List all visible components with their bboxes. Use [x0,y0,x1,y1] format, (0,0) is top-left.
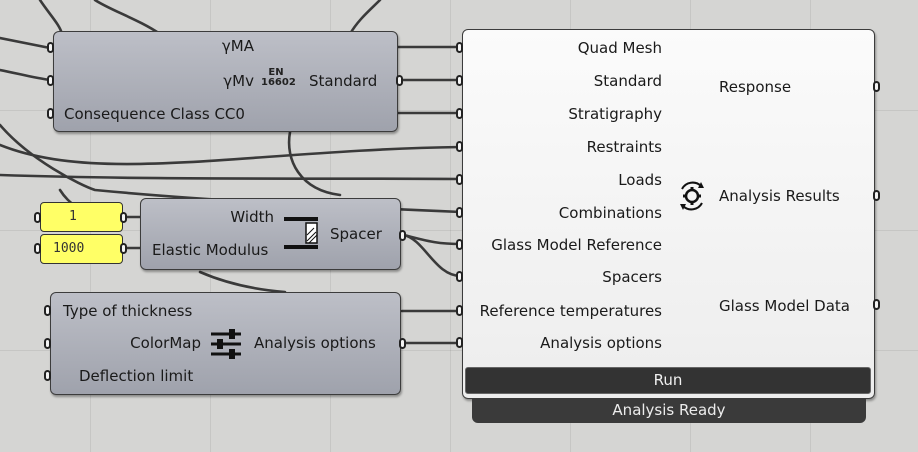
input-port[interactable] [456,174,463,185]
output-port[interactable] [396,75,403,86]
wire [93,0,162,36]
status-text: Analysis Ready [612,401,726,419]
input-port[interactable] [44,338,51,349]
output-standard-label: Standard [309,72,378,90]
input-port[interactable] [456,42,463,53]
input-port[interactable] [47,42,54,53]
run-button[interactable]: Run [465,367,871,394]
input-elastic-modulus-label: Elastic Modulus [152,241,269,259]
input-port[interactable] [456,271,463,282]
input-quad-mesh-label: Quad Mesh [577,39,662,57]
wire [38,0,64,36]
wire [0,173,463,181]
input-standard-label: Standard [593,72,662,90]
output-port[interactable] [873,190,880,201]
output-port[interactable] [120,243,127,254]
wire [0,36,52,50]
input-width-label: Width [230,208,274,226]
wire [198,270,287,294]
input-port[interactable] [456,305,463,316]
output-response-label: Response [719,78,792,96]
wire [348,0,382,36]
input-port[interactable] [456,207,463,218]
output-spacer-label: Spacer [330,225,382,243]
output-port[interactable] [399,338,406,349]
input-loads-label: Loads [618,171,662,189]
input-deflection-limit-label: Deflection limit [79,367,194,385]
input-consequence-class-label: Consequence Class CC0 [64,105,245,123]
modulus-value: 1000 [53,241,85,256]
icon-line-2: 16602 [261,77,296,88]
input-restraints-label: Restraints [586,138,662,156]
input-port[interactable] [456,141,463,152]
input-colormap-label: ColorMap [130,334,201,352]
status-bar: Analysis Ready [472,398,866,423]
input-port[interactable] [47,75,54,86]
standard-component[interactable]: γMA γMv Consequence Class CC0 EN 16602 S… [53,31,398,132]
width-value-panel[interactable]: 1 [40,202,123,232]
run-button-label: Run [653,371,683,389]
input-gamma-mv-label: γMv [223,72,254,90]
input-port[interactable] [44,370,51,381]
input-port[interactable] [456,337,463,348]
input-port[interactable] [456,239,463,250]
analysis-component[interactable]: Quad Mesh Standard Stratigraphy Restrain… [462,29,875,399]
input-spacers-label: Spacers [602,268,662,286]
input-analysis-options-label: Analysis options [540,334,662,352]
input-gamma-ma-label: γMA [221,37,254,55]
en-16602-icon: EN 16602 [261,67,296,88]
input-stratigraphy-label: Stratigraphy [568,105,662,123]
output-port[interactable] [873,299,880,310]
wire [287,130,342,197]
analysis-options-component[interactable]: Type of thickness ColorMap Analysis opti… [50,292,401,395]
spacer-component[interactable]: Width Elastic Modulus Spacer [140,198,401,270]
output-analysis-options-label: Analysis options [254,334,376,352]
input-reference-temperatures-label: Reference temperatures [479,302,662,320]
input-type-of-thickness-label: Type of thickness [63,302,193,320]
icon-line-1: EN [268,67,284,78]
input-port[interactable] [456,108,463,119]
gear-cycle-icon [680,181,704,211]
wire [402,233,463,278]
wire [0,68,52,82]
output-port[interactable] [120,212,127,223]
input-glass-model-reference-label: Glass Model Reference [491,236,662,254]
input-port[interactable] [34,212,41,223]
modulus-value-panel[interactable]: 1000 [40,234,123,264]
output-port[interactable] [399,230,406,241]
output-analysis-results-label: Analysis Results [719,187,840,205]
input-port[interactable] [44,305,51,316]
input-port[interactable] [47,108,54,119]
input-port[interactable] [456,75,463,86]
input-port[interactable] [34,243,41,254]
sliders-icon [211,329,241,359]
output-port[interactable] [873,81,880,92]
input-combinations-label: Combinations [558,204,662,222]
wire [0,143,463,166]
output-glass-model-data-label: Glass Model Data [719,297,851,315]
width-value: 1 [69,209,77,224]
spacer-profile-icon [284,217,318,249]
